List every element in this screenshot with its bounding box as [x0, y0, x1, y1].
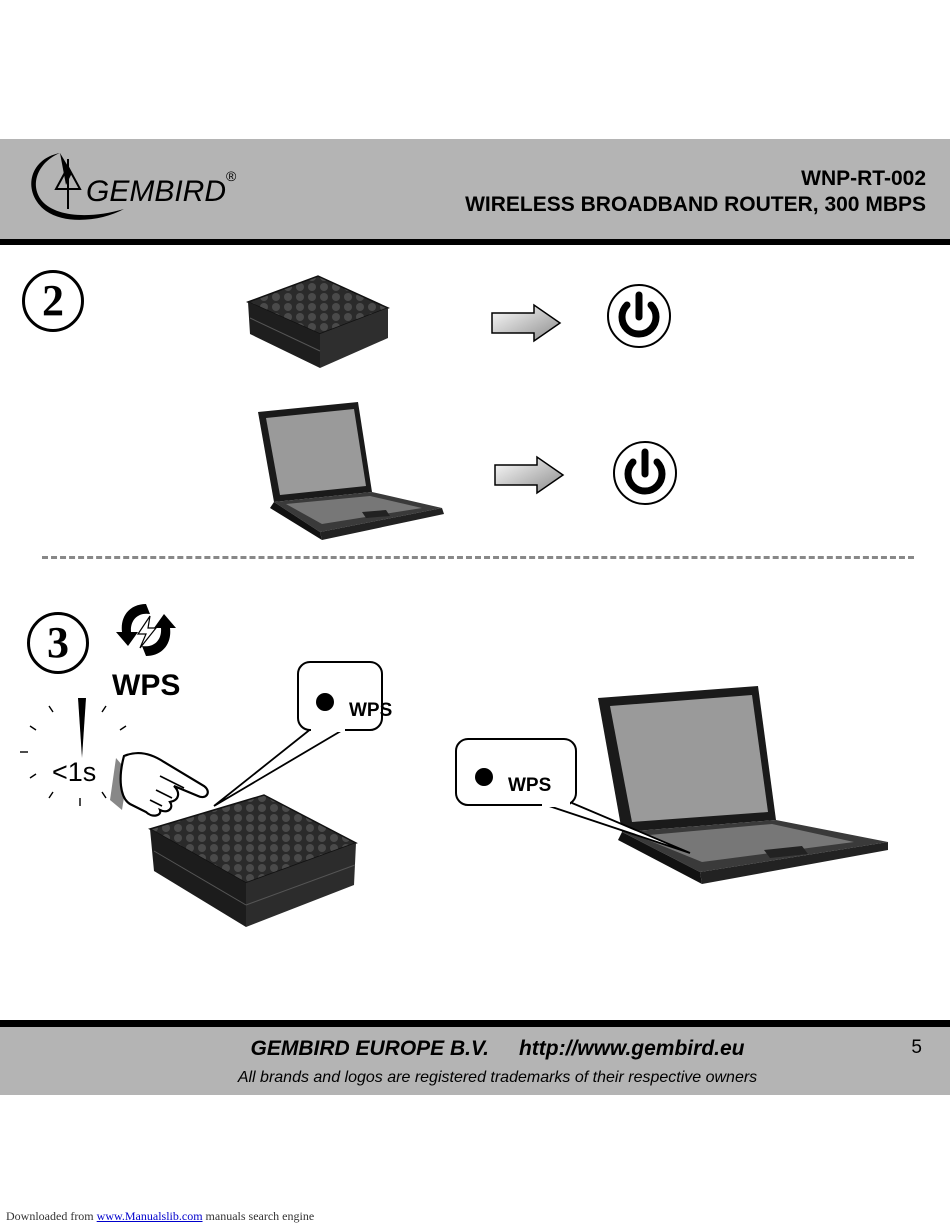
- hand-press-icon: [110, 752, 209, 817]
- wps-button-dot: [475, 768, 493, 786]
- download-note: Downloaded from www.Manualslib.com manua…: [6, 1209, 314, 1224]
- company-name: GEMBIRD EUROPE B.V.: [250, 1037, 489, 1060]
- registered-mark: ®: [226, 168, 237, 184]
- download-prefix: Downloaded from: [6, 1209, 94, 1223]
- brand-name: GEMBIRD: [86, 175, 226, 208]
- arrow-right-icon: [494, 455, 565, 495]
- laptop-wps-label: WPS: [508, 775, 552, 796]
- footer-band: GEMBIRD EUROPE B.V. http://www.gembird.eu…: [0, 1020, 950, 1095]
- laptop-icon: [598, 686, 888, 884]
- laptop-icon: [258, 402, 444, 540]
- gembird-logo: GEMBIRD ®: [31, 153, 237, 220]
- router-icon: [246, 275, 390, 368]
- router-wps-label: WPS: [349, 700, 393, 721]
- header-band: GEMBIRD ® WNP-RT-002 WIRELESS BROADBAND …: [0, 139, 950, 245]
- download-suffix: manuals search engine: [205, 1209, 315, 1223]
- footer-company-line: GEMBIRD EUROPE B.V. http://www.gembird.eu: [0, 1037, 950, 1061]
- router-icon: [148, 794, 358, 927]
- wps-button-dot: [316, 693, 334, 711]
- power-icon: [607, 284, 671, 348]
- wps-icon: [116, 604, 176, 656]
- trademark-notice: All brands and logos are registered trad…: [237, 1069, 758, 1086]
- power-icon: [613, 441, 677, 505]
- timer-label: <1s: [52, 757, 97, 787]
- step-2-number: 2: [22, 270, 84, 332]
- company-website: http://www.gembird.eu: [518, 1037, 745, 1060]
- product-title: WIRELESS BROADBAND ROUTER, 300 MBPS: [465, 193, 926, 216]
- timer-icon: [20, 698, 127, 806]
- step-2-marker: 2: [22, 270, 84, 332]
- step-3-number: 3: [27, 612, 89, 674]
- page-number: 5: [911, 1037, 922, 1058]
- wps-logo-label: WPS: [112, 669, 181, 702]
- manualslib-link[interactable]: www.Manualslib.com: [96, 1209, 203, 1223]
- laptop-wps-callout: [455, 738, 691, 854]
- router-wps-callout: [213, 661, 383, 807]
- model-number: WNP-RT-002: [801, 167, 926, 190]
- step-3-marker: 3: [27, 612, 89, 674]
- section-divider: [42, 556, 914, 559]
- arrow-right-icon: [491, 303, 562, 343]
